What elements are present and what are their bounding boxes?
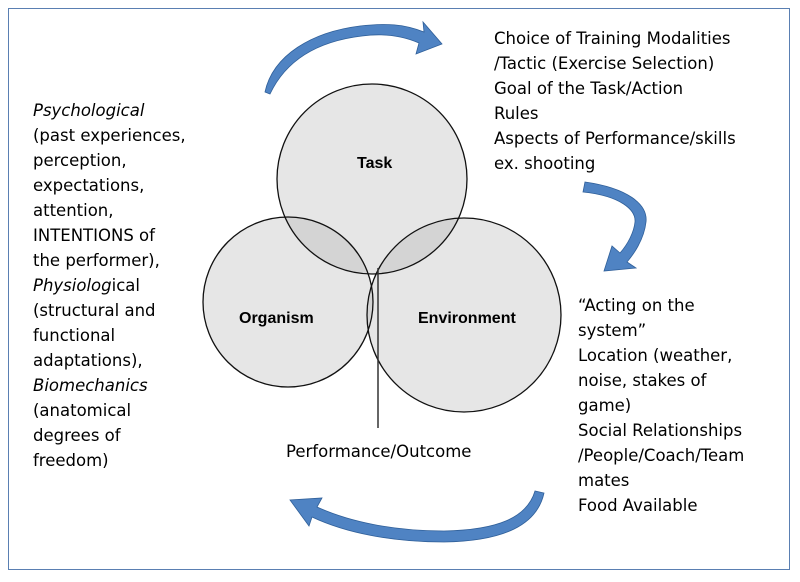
diagram-frame <box>8 8 790 570</box>
curved-arrow-icon <box>582 181 647 272</box>
organism-note-line: expectations, <box>33 176 145 195</box>
organism-note-line: perception, <box>33 151 127 170</box>
environment-note-line: game) <box>578 396 632 415</box>
organism-circle-outline <box>202 216 374 388</box>
environment-note-line: /People/Coach/Team <box>578 446 745 465</box>
organism-note-line: (structural and <box>33 301 156 320</box>
task-note-line: Choice of Training Modalities <box>494 29 731 48</box>
organism-note-line: functional <box>33 326 116 345</box>
organism-note-line: INTENTIONS of <box>33 226 155 245</box>
organism-note-line: attention, <box>33 201 114 220</box>
organism-label: Organism <box>239 310 314 327</box>
environment-notes: “Acting on the system” Location (weather… <box>578 293 744 518</box>
environment-note-line: Food Available <box>578 496 698 515</box>
environment-note-line: mates <box>578 471 630 490</box>
organism-note-line: degrees of <box>33 426 121 445</box>
task-note-line: Rules <box>494 104 539 123</box>
environment-note-line: Social Relationships <box>578 421 743 440</box>
organism-note-line: (anatomical <box>33 401 132 420</box>
environment-note-line: noise, stakes of <box>578 371 707 390</box>
physiological-heading: Physiological <box>33 273 186 298</box>
organism-notes: Psychological (past experiences, percept… <box>33 98 186 473</box>
environment-note-line: “Acting on the <box>578 296 695 315</box>
organism-note-line: freedom) <box>33 451 109 470</box>
environment-note-line: Location (weather, <box>578 346 733 365</box>
task-note-line: /Tactic (Exercise Selection) <box>494 54 715 73</box>
environment-circle-fill <box>367 218 561 412</box>
task-label: Task <box>357 155 393 172</box>
physiological-heading-italic: Physiolog <box>33 276 112 295</box>
environment-circle-outline <box>366 217 562 413</box>
task-organism-overlap <box>277 217 373 274</box>
organism-note-line: adaptations), <box>33 351 143 370</box>
task-note-line: Goal of the Task/Action <box>494 79 684 98</box>
biomechanics-heading: Biomechanics <box>33 376 148 395</box>
task-circle-outline <box>276 83 468 275</box>
psychological-heading: Psychological <box>33 101 145 120</box>
performance-outcome-label: Performance/Outcome <box>286 442 472 461</box>
curved-arrow-icon <box>289 490 545 543</box>
task-notes: Choice of Training Modalities /Tactic (E… <box>494 26 736 176</box>
environment-label: Environment <box>418 310 516 327</box>
task-note-line: Aspects of Performance/skills <box>494 129 736 148</box>
task-note-line: ex. shooting <box>494 154 596 173</box>
curved-arrow-icon <box>264 20 443 95</box>
organism-note-line: (past experiences, <box>33 126 186 145</box>
physiological-heading-rest: ical <box>111 276 140 295</box>
organism-note-line: the performer), <box>33 251 160 270</box>
environment-note-line: system” <box>578 321 647 340</box>
